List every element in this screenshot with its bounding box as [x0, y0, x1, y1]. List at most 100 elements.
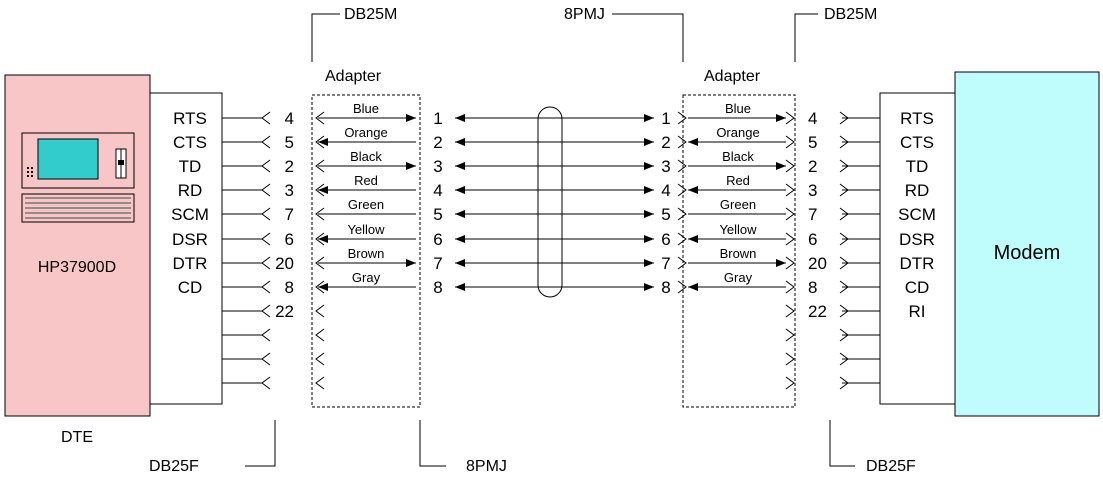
db25-left-pin: 2: [285, 157, 294, 176]
modem-signal-label: CTS: [900, 133, 934, 152]
modem-chevron: [839, 135, 849, 149]
modem-chevron: [839, 352, 849, 366]
pmj-right-chevron: [677, 232, 687, 246]
pmj-bottom-leader: [419, 420, 446, 467]
pmj-right-chevron: [677, 135, 687, 149]
pmj-left-pin: 6: [433, 230, 442, 249]
wire-color-label-right: Red: [726, 173, 750, 188]
pmj-top-leader: [612, 13, 684, 62]
wire-color-label-right: Yellow: [719, 222, 757, 237]
adapter-right-chevron: [785, 376, 795, 390]
wire-color-label-left: Brown: [348, 246, 385, 261]
dte-chevron: [261, 183, 271, 197]
db25-right-pin: 8: [808, 278, 817, 297]
adapter-right-chevron: [785, 111, 795, 125]
pmj-right-pin: 4: [661, 181, 670, 200]
modem-signal-label: RTS: [900, 109, 934, 128]
wire-color-label-right: Green: [720, 197, 756, 212]
db25-left-pin: 20: [275, 254, 294, 273]
adapter-right-chevron: [785, 159, 795, 173]
pmj-right-pin: 1: [661, 109, 670, 128]
db25f-left-label: DB25F: [149, 458, 199, 475]
dte-signal-label: RD: [178, 181, 203, 200]
adapter-left-chevron: [315, 111, 325, 125]
adapter-right-box: [682, 94, 796, 408]
modem-signal-label: RI: [909, 302, 926, 321]
dte-chevron: [261, 352, 271, 366]
adapter-left-box: [311, 94, 421, 408]
db25f-left-leader: [245, 420, 276, 467]
dte-chevron: [261, 111, 271, 125]
db25-right-pin: 20: [808, 254, 827, 273]
adapter-right-chevron: [785, 256, 795, 270]
db25f-right-label: DB25F: [866, 458, 916, 475]
adapter-left-label: Adapter: [325, 68, 382, 85]
adapter-left-chevron: [315, 207, 325, 221]
dte-chevron: [261, 280, 271, 294]
dte-signal-label: DTR: [173, 254, 208, 273]
wire-color-label-left: Blue: [353, 101, 379, 116]
pmj-left-pin: 5: [433, 205, 442, 224]
adapter-left-chevron: [315, 256, 325, 270]
dte-chevron: [261, 328, 271, 342]
db25f-left-connector: [150, 92, 223, 405]
modem-chevron: [839, 159, 849, 173]
wire-color-label-right: Brown: [720, 246, 757, 261]
db25-left-pin: 5: [285, 133, 294, 152]
pmj-right-pin: 8: [661, 278, 670, 297]
pmj-right-chevron: [677, 207, 687, 221]
modem-chevron: [839, 207, 849, 221]
wire-color-label-left: Yellow: [347, 222, 385, 237]
pmj-right-chevron: [677, 256, 687, 270]
adapter-right-chevron: [785, 207, 795, 221]
db25f-right-connector: [879, 92, 955, 405]
wire-color-label-right: Black: [722, 149, 754, 164]
adapter-right-chevron: [785, 328, 795, 342]
dte-signal-label: SCM: [171, 205, 209, 224]
adapter-right-label: Adapter: [704, 68, 761, 85]
modem-label: Modem: [994, 242, 1061, 264]
pmj-right-pin: 6: [661, 230, 670, 249]
adapter-right-chevron: [785, 183, 795, 197]
pmj-right-chevron: [677, 280, 687, 294]
pmj-right-chevron: [677, 111, 687, 125]
dte-label: DTE: [61, 429, 93, 446]
db25-right-pin: 7: [808, 205, 817, 224]
db25-right-pin: 22: [808, 302, 827, 321]
dte-chevron: [261, 376, 271, 390]
db25m-right-label: DB25M: [824, 6, 877, 23]
adapter-left-chevron: [315, 352, 325, 366]
wire-color-label-left: Red: [354, 173, 378, 188]
pmj-left-pin: 4: [433, 181, 442, 200]
db25-right-pin: 3: [808, 181, 817, 200]
pmj-right-pin: 7: [661, 254, 670, 273]
db25-right-pin: 6: [808, 230, 817, 249]
db25-left-pin: 3: [285, 181, 294, 200]
db25-right-pin: 5: [808, 133, 817, 152]
modem-chevron: [839, 183, 849, 197]
pmj-left-pin: 1: [433, 109, 442, 128]
pmj-right-chevron: [677, 159, 687, 173]
cable-sheath: [537, 106, 563, 298]
pmj-top-label: 8PMJ: [564, 6, 605, 23]
dte-box: [4, 74, 151, 417]
pmj-bottom-label: 8PMJ: [466, 458, 507, 475]
dte-chevron: [261, 135, 271, 149]
pmj-left-pin: 3: [433, 157, 442, 176]
wire-color-label-right: Blue: [725, 101, 751, 116]
adapter-right-chevron: [785, 352, 795, 366]
adapter-right-chevron: [785, 135, 795, 149]
adapter-left-chevron: [315, 328, 325, 342]
signal-row: [222, 352, 880, 366]
modem-chevron: [839, 280, 849, 294]
pmj-right-chevron: [677, 183, 687, 197]
dte-signal-label: DSR: [172, 230, 208, 249]
signal-row: [222, 328, 880, 342]
